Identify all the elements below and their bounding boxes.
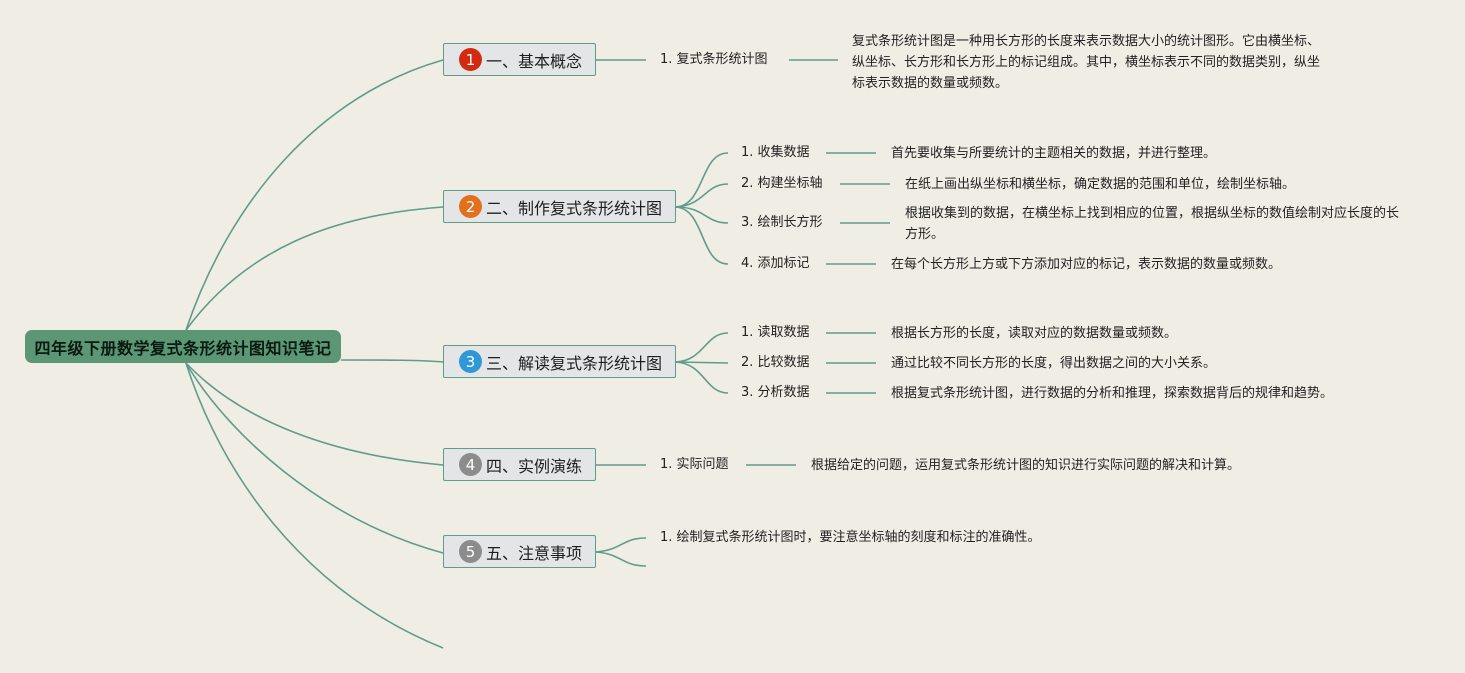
t2-link-2: [675, 183, 729, 208]
topic-label: 二、制作复式条形统计图: [486, 198, 663, 218]
priority-3-icon: 3: [459, 350, 482, 373]
subtopic-note: 根据复式条形统计图，进行数据的分析和推理，探索数据背后的规律和趋势。: [891, 386, 1334, 401]
root-link-3: [340, 359, 444, 363]
t5-link-2: [595, 551, 647, 567]
priority-5-icon: 5: [459, 540, 482, 563]
subtopic-label[interactable]: 2. 构建坐标轴: [741, 176, 823, 191]
topic-notes[interactable]: 5 五、注意事项: [443, 535, 596, 568]
subtopic-label[interactable]: 1. 读取数据: [741, 325, 810, 340]
root-link-1: [185, 59, 444, 331]
subtopic-label[interactable]: 4. 添加标记: [741, 256, 810, 271]
t3-link-1: [675, 332, 729, 363]
topic-read-chart[interactable]: 3 三、解读复式条形统计图: [443, 345, 676, 378]
topic-label: 一、基本概念: [486, 51, 583, 71]
subtopic-label[interactable]: 1. 复式条形统计图: [660, 52, 768, 67]
root-topic[interactable]: 四年级下册数学复式条形统计图知识笔记: [25, 330, 341, 363]
t5-link-1: [595, 537, 647, 553]
subtopic-label[interactable]: 1. 绘制复式条形统计图时，要注意坐标轴的刻度和标注的准确性。: [660, 530, 1041, 545]
subtopic-note: 根据给定的问题，运用复式条形统计图的知识进行实际问题的解决和计算。: [811, 458, 1241, 473]
subtopic-note: 在每个长方形上方或下方添加对应的标记，表示数据的数量或频数。: [891, 257, 1282, 272]
subtopic-label[interactable]: 3. 绘制长方形: [741, 215, 823, 230]
priority-1-icon: 1: [459, 48, 482, 71]
root-link-4: [185, 362, 444, 466]
subtopic-note: 复式条形统计图是一种用长方形的长度来表示数据大小的统计图形。它由横坐标、纵坐标、…: [852, 34, 1321, 91]
t2-link-3: [675, 206, 729, 224]
subtopic-label[interactable]: 1. 收集数据: [741, 145, 810, 160]
subtopic-label[interactable]: 2. 比较数据: [741, 355, 810, 370]
t2-link-4: [675, 206, 729, 265]
root-link-2: [185, 206, 444, 331]
t2-link-1: [675, 152, 729, 208]
subtopic-note: 通过比较不同长方形的长度，得出数据之间的大小关系。: [891, 356, 1217, 371]
topic-basic-concept[interactable]: 1 一、基本概念: [443, 43, 596, 76]
root-link-6: [185, 362, 444, 649]
t3-link-3: [675, 361, 729, 394]
subtopic-note: 在纸上画出纵坐标和横坐标，确定数据的范围和单位，绘制坐标轴。: [905, 177, 1296, 192]
subtopic-label[interactable]: 3. 分析数据: [741, 385, 810, 400]
root-title: 四年级下册数学复式条形统计图知识笔记: [34, 338, 332, 358]
root-link-5: [185, 362, 444, 554]
subtopic-note: 根据长方形的长度，读取对应的数据数量或频数。: [891, 326, 1178, 341]
topic-label: 三、解读复式条形统计图: [486, 353, 663, 373]
topic-label: 四、实例演练: [486, 456, 583, 476]
subtopic-label[interactable]: 1. 实际问题: [660, 457, 729, 472]
priority-4-icon: 4: [459, 453, 482, 476]
topic-make-chart[interactable]: 2 二、制作复式条形统计图: [443, 190, 676, 223]
topic-label: 五、注意事项: [486, 543, 583, 563]
priority-2-icon: 2: [459, 195, 482, 218]
subtopic-note: 根据收集到的数据，在横坐标上找到相应的位置，根据纵坐标的数值绘制对应长度的长方形…: [905, 206, 1400, 242]
subtopic-note: 首先要收集与所要统计的主题相关的数据，并进行整理。: [891, 146, 1217, 161]
topic-practice[interactable]: 4 四、实例演练: [443, 448, 596, 481]
t3-link-2: [675, 361, 729, 364]
